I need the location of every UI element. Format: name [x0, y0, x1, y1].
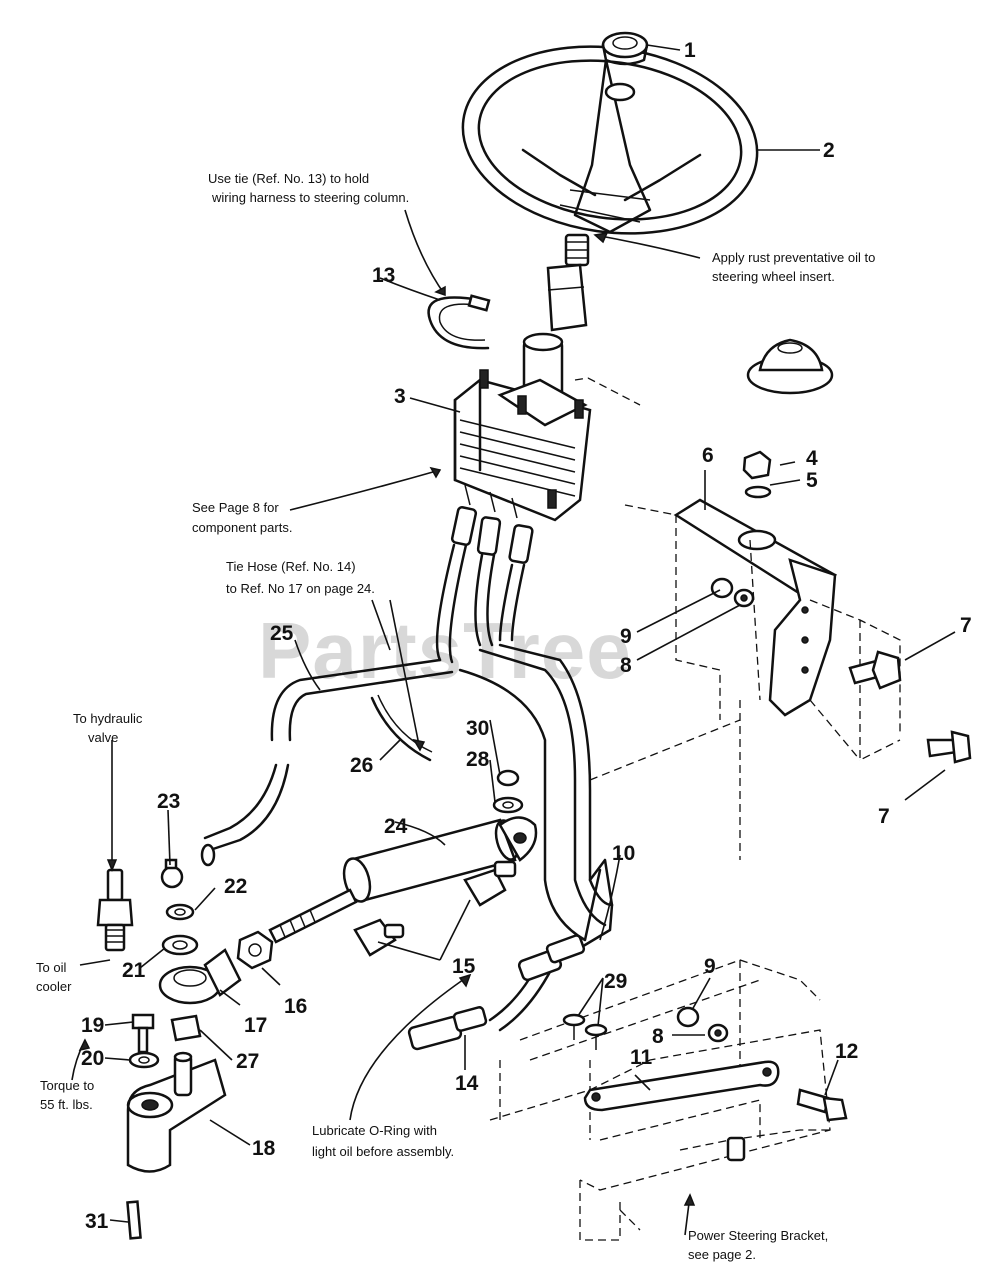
reservoir-cap — [746, 338, 834, 395]
rivets-29 — [562, 1013, 608, 1050]
callout-25: 25 — [270, 622, 294, 645]
callout-10: 10 — [612, 842, 635, 865]
callout-4: 4 — [806, 447, 818, 470]
nut-30-washer-28 — [492, 769, 524, 814]
callout-19: 19 — [81, 1014, 104, 1037]
elbow-fittings — [353, 860, 517, 957]
callout-8-lower: 8 — [652, 1025, 664, 1048]
hose-clamp — [160, 858, 184, 889]
bolt-19-washer-20 — [128, 1013, 160, 1069]
nut-16 — [236, 930, 274, 970]
callout-15: 15 — [452, 955, 476, 978]
leader-arrowheads — [78, 232, 696, 1206]
note-tie-line1: Use tie (Ref. No. 13) to hold — [208, 171, 369, 186]
callout-7-upper: 7 — [960, 614, 972, 637]
callout-9-upper: 9 — [620, 625, 632, 648]
bolt-7-upper — [848, 650, 902, 690]
leader-lines — [71, 44, 956, 1236]
note-torque-line2: 55 ft. lbs. — [40, 1097, 93, 1112]
note-tie-line2: wiring harness to steering column. — [211, 190, 409, 205]
note-torque-line1: Torque to — [40, 1078, 94, 1093]
callout-5: 5 — [806, 469, 818, 492]
callout-18: 18 — [252, 1137, 276, 1160]
horn-cap — [601, 31, 649, 66]
note-hyd-line1: To hydraulic — [73, 711, 143, 726]
callout-26: 26 — [350, 754, 373, 777]
callout-12: 12 — [835, 1040, 858, 1063]
callout-3: 3 — [394, 385, 406, 408]
bracket-bushing — [726, 1136, 746, 1162]
callout-8-upper: 8 — [620, 654, 632, 677]
callout-1: 1 — [684, 39, 696, 62]
return-hose — [200, 763, 290, 867]
bolt-12 — [796, 1088, 848, 1122]
nut-9-washer-8-upper — [710, 577, 755, 608]
power-steering-bracket — [489, 700, 831, 1241]
note-tiehose-line2: to Ref. No 17 on page 24. — [226, 581, 375, 596]
callout-7-lower: 7 — [878, 805, 890, 828]
watermark: PartsTree — [258, 606, 632, 695]
note-oring-line2: light oil before assembly. — [312, 1144, 454, 1159]
callout-17: 17 — [244, 1014, 267, 1037]
tie-hose — [370, 694, 433, 762]
note-rust-line1: Apply rust preventative oil to — [712, 250, 875, 265]
note-hyd-line2: valve — [88, 730, 118, 745]
note-page8-line2: component parts. — [192, 520, 292, 535]
hydraulic-lines — [270, 543, 614, 1032]
note-bracket-line2: see page 2. — [688, 1247, 756, 1262]
callout-28: 28 — [466, 748, 490, 771]
callout-22: 22 — [224, 875, 247, 898]
callout-11: 11 — [630, 1046, 653, 1069]
steering-arm — [126, 1051, 227, 1240]
callout-29: 29 — [604, 970, 627, 993]
nut-4-washer-5 — [742, 450, 772, 499]
note-oil-line1: To oil — [36, 960, 66, 975]
wire-tie — [427, 294, 491, 350]
callout-30: 30 — [466, 717, 489, 740]
callout-2: 2 — [823, 139, 835, 162]
note-oil-line2: cooler — [36, 979, 72, 994]
steering-link — [583, 1060, 780, 1112]
note-oring-line1: Lubricate O-Ring with — [312, 1123, 437, 1138]
hose-14 — [407, 934, 586, 1051]
callout-23: 23 — [157, 790, 180, 813]
mounting-bracket — [574, 377, 901, 762]
hose-fittings — [450, 506, 534, 564]
ball-joint-assembly — [158, 903, 242, 1042]
callout-31: 31 — [85, 1210, 109, 1233]
callout-13: 13 — [372, 264, 395, 287]
note-rust-line2: steering wheel insert. — [712, 269, 835, 284]
callout-6: 6 — [702, 444, 714, 467]
callout-numbers: 1 2 13 3 4 5 6 9 8 7 7 25 30 28 26 24 23… — [81, 39, 972, 1233]
callout-16: 16 — [284, 995, 307, 1018]
callout-24: 24 — [384, 815, 408, 838]
hydraulic-cylinder — [268, 816, 538, 944]
steering-control-unit — [453, 332, 592, 522]
callout-9-lower: 9 — [704, 955, 716, 978]
callout-14: 14 — [455, 1072, 479, 1095]
steering-shaft-insert — [546, 233, 590, 332]
note-bracket-line1: Power Steering Bracket, — [688, 1228, 828, 1243]
callout-27: 27 — [236, 1050, 259, 1073]
nut-9-washer-8-lower — [676, 1006, 729, 1043]
note-page8-line1: See Page 8 for — [192, 500, 279, 515]
callout-20: 20 — [81, 1047, 104, 1070]
bolt-7-lower — [926, 730, 972, 764]
hydraulic-tee-fitting — [96, 868, 134, 952]
note-tiehose-line1: Tie Hose (Ref. No. 14) — [226, 559, 356, 574]
notes: Use tie (Ref. No. 13) to hold wiring har… — [36, 171, 875, 1262]
callout-21: 21 — [122, 959, 146, 982]
